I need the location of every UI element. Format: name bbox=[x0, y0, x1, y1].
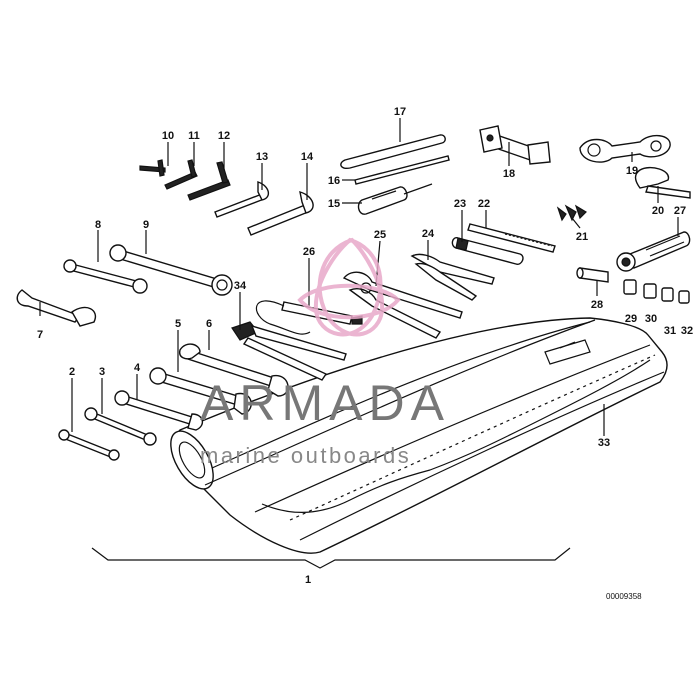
wrench-5 bbox=[149, 367, 252, 415]
armada-logo-icon bbox=[297, 237, 401, 337]
callout-5: 5 bbox=[175, 318, 181, 330]
clip-21 bbox=[556, 204, 587, 222]
callout-1: 1 bbox=[305, 574, 311, 586]
sockets-29-32 bbox=[623, 279, 690, 304]
callout-15: 15 bbox=[328, 198, 340, 210]
wrench-set bbox=[16, 244, 289, 461]
callout-labels: 1 2 3 4 5 6 7 8 9 10 11 12 13 14 15 16 1… bbox=[37, 106, 693, 586]
pliers-34 bbox=[231, 321, 347, 381]
callout-33: 33 bbox=[598, 437, 610, 449]
tool-roll bbox=[170, 317, 668, 554]
screwdriver-23 bbox=[451, 237, 524, 265]
callout-10: 10 bbox=[162, 130, 174, 142]
callout-12: 12 bbox=[218, 130, 230, 142]
callout-22: 22 bbox=[478, 198, 490, 210]
plug-28 bbox=[576, 267, 609, 283]
ratchet-27 bbox=[616, 231, 691, 272]
callout-21: 21 bbox=[576, 231, 588, 243]
hex-key-12 bbox=[187, 179, 231, 201]
callout-9: 9 bbox=[143, 219, 149, 231]
rod-16 bbox=[354, 155, 450, 185]
wrench-4 bbox=[114, 390, 203, 431]
callout-19: 19 bbox=[626, 165, 638, 177]
wrench-7 bbox=[16, 289, 97, 327]
watermark: ARMADA marine outboards bbox=[200, 237, 450, 468]
callout-26: 26 bbox=[303, 246, 315, 258]
callout-34: 34 bbox=[234, 280, 247, 292]
tyre-lever-17 bbox=[340, 134, 446, 170]
callout-32: 32 bbox=[681, 325, 693, 337]
wrench-9 bbox=[109, 244, 233, 296]
callout-25: 25 bbox=[374, 229, 386, 241]
callout-14: 14 bbox=[301, 151, 314, 163]
wrench-8 bbox=[63, 259, 148, 294]
part-code: 00009358 bbox=[606, 592, 642, 601]
callout-3: 3 bbox=[99, 366, 105, 378]
box-spanner-18 bbox=[479, 125, 551, 165]
callout-28: 28 bbox=[591, 299, 603, 311]
pliers-25 bbox=[342, 271, 463, 339]
callout-27: 27 bbox=[674, 205, 686, 217]
callout-2: 2 bbox=[69, 366, 75, 378]
callout-6: 6 bbox=[206, 318, 212, 330]
pliers-24 bbox=[410, 253, 495, 301]
callout-7: 7 bbox=[37, 329, 43, 341]
watermark-brand: ARMADA bbox=[200, 375, 450, 431]
callout-16: 16 bbox=[328, 175, 340, 187]
callout-30: 30 bbox=[645, 313, 657, 325]
callout-29: 29 bbox=[625, 313, 637, 325]
screwdriver-15 bbox=[357, 183, 433, 215]
callout-18: 18 bbox=[503, 168, 515, 180]
spanner-20 bbox=[634, 166, 691, 199]
watermark-tagline: marine outboards bbox=[200, 443, 411, 468]
callout-17: 17 bbox=[394, 106, 406, 118]
wrench-6 bbox=[178, 343, 289, 397]
callout-24: 24 bbox=[422, 228, 435, 240]
wrench-3 bbox=[84, 407, 157, 446]
callout-31: 31 bbox=[664, 325, 676, 337]
hex-key-13 bbox=[214, 193, 265, 218]
callout-4: 4 bbox=[134, 362, 141, 374]
callout-20: 20 bbox=[652, 205, 664, 217]
hex-key-14 bbox=[247, 204, 309, 236]
callout-13: 13 bbox=[256, 151, 268, 163]
callout-23: 23 bbox=[454, 198, 466, 210]
hex-key-11 bbox=[164, 171, 198, 190]
callout-8: 8 bbox=[95, 219, 101, 231]
callout-11: 11 bbox=[188, 130, 200, 142]
tube-22 bbox=[467, 223, 556, 253]
spanner-19 bbox=[579, 135, 671, 163]
wrench-2 bbox=[58, 429, 120, 461]
hex-key-set bbox=[139, 159, 314, 236]
